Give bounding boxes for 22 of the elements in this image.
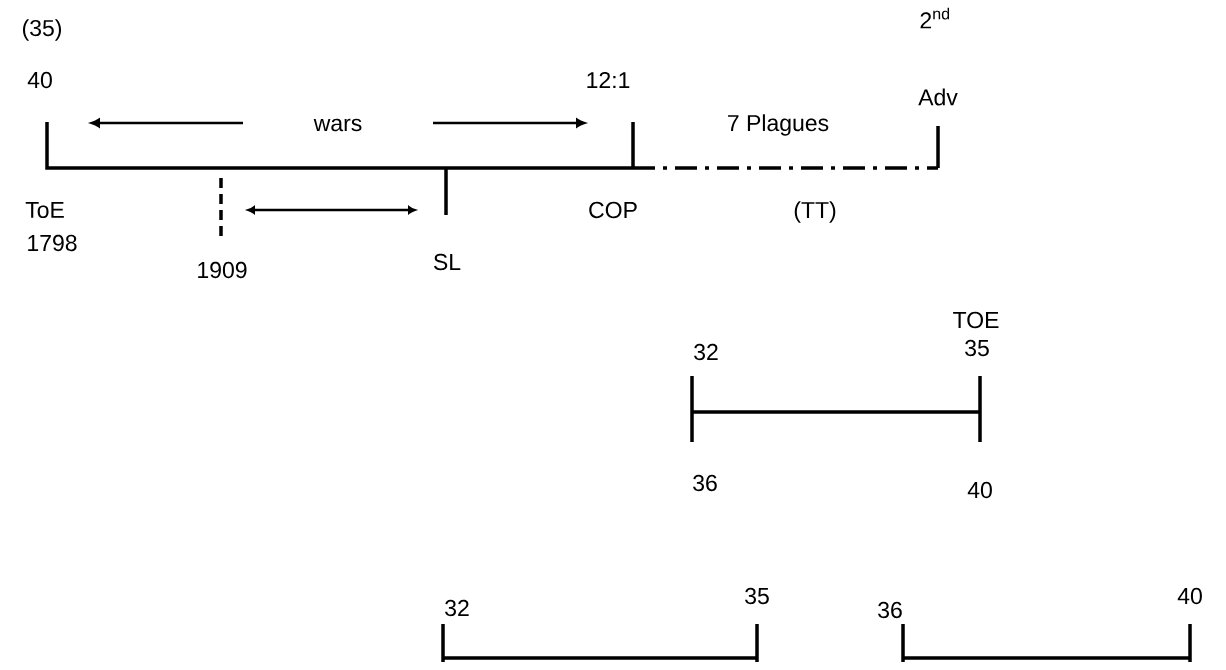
timeline-label: 12:1 bbox=[587, 71, 630, 89]
timeline-label: 40 bbox=[1177, 587, 1202, 605]
timeline-label: 32 bbox=[694, 343, 718, 361]
timeline-label: 40 bbox=[27, 71, 52, 89]
timeline-label: ToE bbox=[25, 202, 64, 218]
timeline-label: 35 bbox=[745, 587, 769, 605]
timeline-label: 1798 bbox=[28, 234, 77, 252]
timeline-label: 36 bbox=[878, 601, 902, 619]
timeline-label: 2$^{nd}$ bbox=[920, 7, 950, 29]
timeline-label: 32 bbox=[445, 599, 469, 617]
timeline-label: COP bbox=[589, 201, 637, 219]
timeline-label: SL bbox=[434, 253, 461, 271]
timeline-label: (TT) bbox=[794, 201, 836, 223]
timeline-label: 36 bbox=[693, 474, 717, 492]
timeline-label: (35) bbox=[23, 19, 62, 41]
timeline-label: TOE bbox=[953, 311, 999, 329]
timeline-label: 35 bbox=[965, 339, 989, 357]
timeline-label: Adv bbox=[918, 88, 958, 106]
timeline-label: 1909 bbox=[198, 261, 247, 279]
timeline-label: wars bbox=[313, 118, 362, 132]
timeline-label: 40 bbox=[967, 481, 992, 499]
timeline-label: 7 Plagues bbox=[728, 114, 829, 136]
